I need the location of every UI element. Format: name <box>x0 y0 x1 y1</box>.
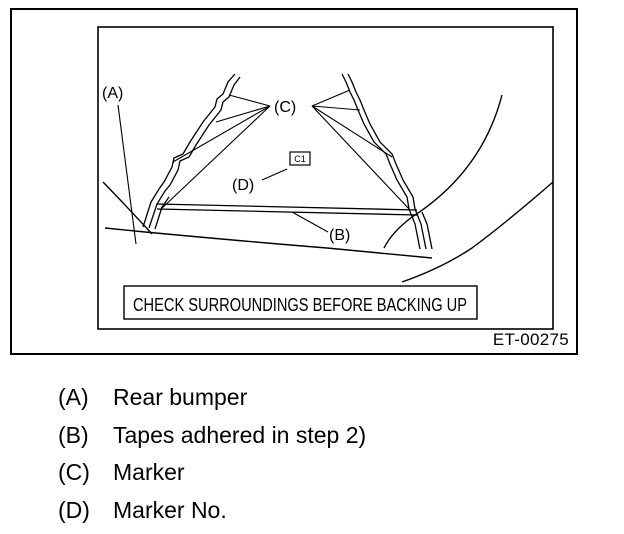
legend-text: Tapes adhered in step 2) <box>113 421 367 448</box>
marker-number-text: C1 <box>294 154 306 164</box>
bumper-edge-right <box>383 94 503 249</box>
bumper-edge-right-lower <box>401 181 554 283</box>
label-b: (B) <box>329 227 350 244</box>
leader-lines <box>117 89 411 245</box>
label-c: (C) <box>274 99 296 116</box>
label-d: (D) <box>232 177 254 194</box>
label-a: (A) <box>102 85 123 102</box>
legend-text: Marker No. <box>113 496 227 523</box>
rear-view-diagram: C1 (A) (C) (D) (B) CHECK SURROUNDINGS BE… <box>97 26 554 330</box>
screen-banner-box <box>123 285 478 320</box>
figure-frame: C1 (A) (C) (D) (B) CHECK SURROUNDINGS BE… <box>10 8 578 355</box>
bumper-edge-left <box>102 181 153 235</box>
tape-bar <box>156 203 418 216</box>
figure-id: ET-00275 <box>492 330 569 349</box>
marker-number-tag <box>289 151 311 166</box>
right-guide-marker <box>341 73 433 250</box>
screen-banner-text: CHECK SURROUNDINGS BEFORE BACKING UP <box>133 295 467 315</box>
legend-text: Rear bumper <box>113 384 248 410</box>
legend-text: Marker <box>113 459 185 485</box>
rear-bumper-line <box>104 227 433 259</box>
camera-screen-frame <box>97 26 554 330</box>
legend-key: (D) <box>58 496 90 523</box>
legend-key: (C) <box>58 459 90 485</box>
legend-key: (B) <box>58 421 89 448</box>
legend-key: (A) <box>58 384 89 410</box>
